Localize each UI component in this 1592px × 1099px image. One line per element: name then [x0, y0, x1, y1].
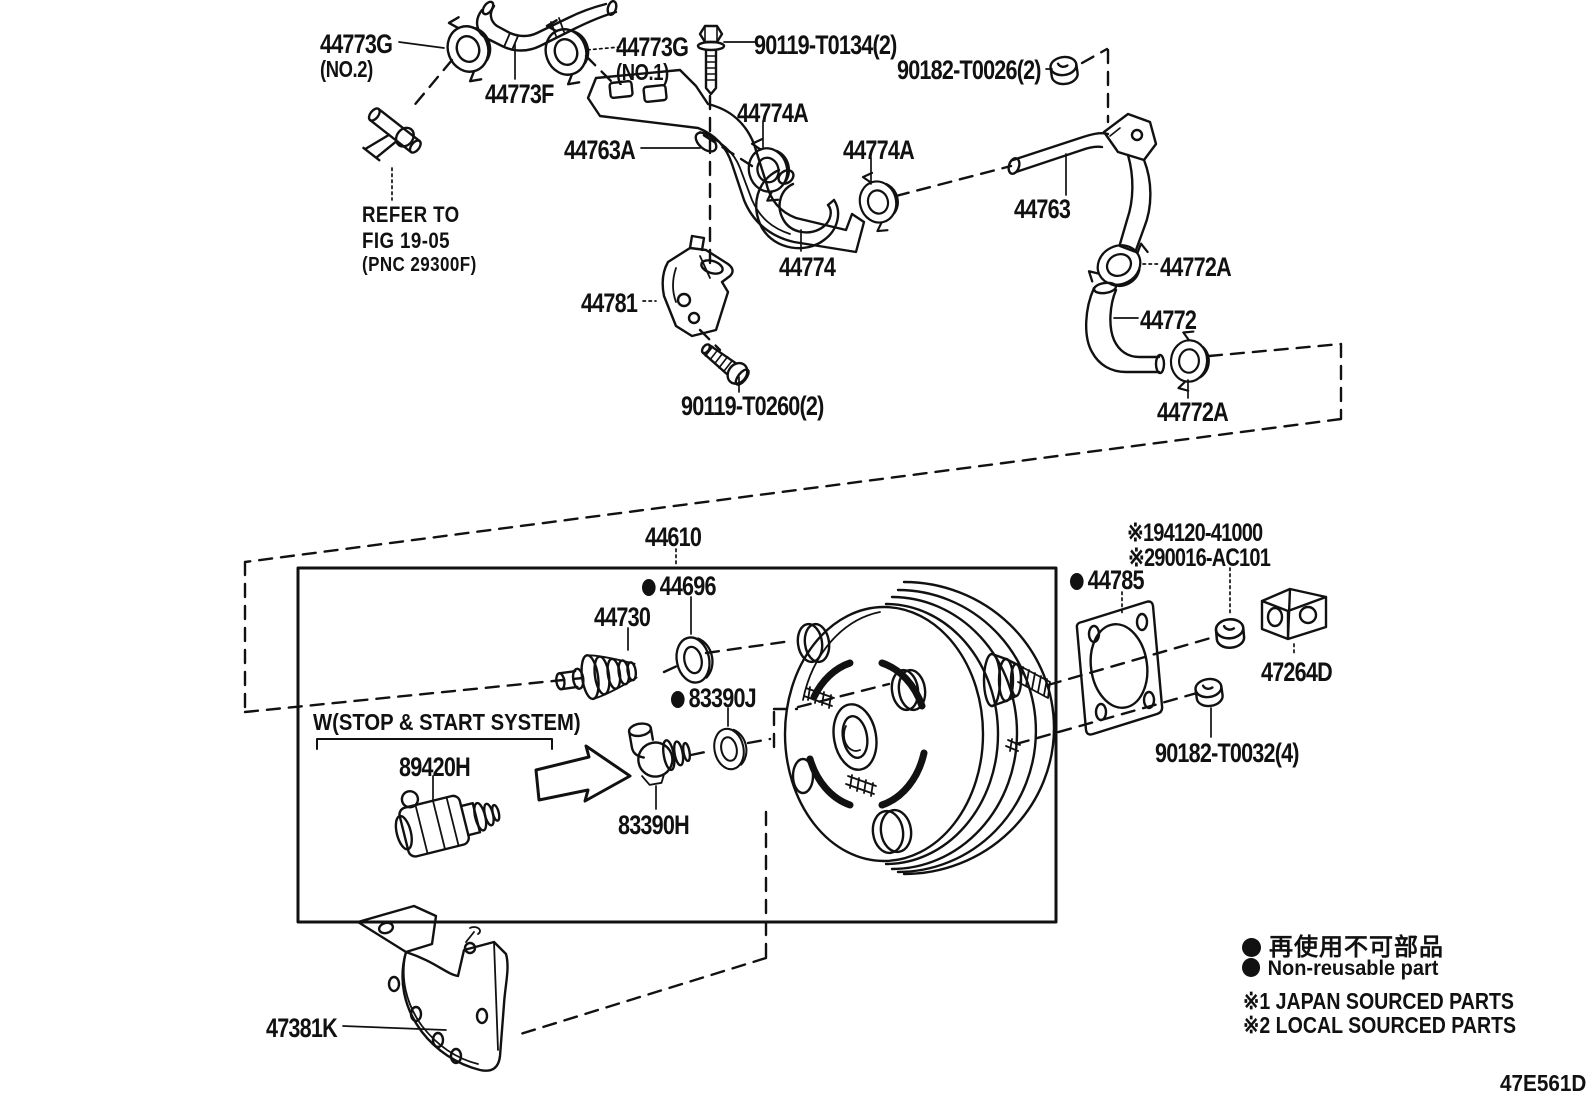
part-label-44774a-2: 44774A: [843, 135, 915, 165]
part-label-83390j: 83390J: [671, 684, 757, 712]
stop-start-system-note: W(STOP & START SYSTEM): [313, 709, 581, 735]
non-reusable-dot-icon: [1242, 958, 1261, 977]
part-label-44763: 44763: [1014, 194, 1071, 224]
part-label-44772: 44772: [1140, 305, 1197, 335]
part-label-44774a-1: 44774A: [737, 98, 809, 128]
nut-94120-drawing: [1213, 616, 1247, 651]
part-label-44696: 44696: [642, 572, 716, 600]
bracket-47381k-drawing: [356, 904, 509, 1072]
part-label-90119-t0260: 90119-T0260(2): [681, 391, 824, 421]
non-reusable-dot-icon: [1070, 573, 1084, 590]
legend-non-reusable-jp: 再使用不可部品: [1242, 927, 1444, 962]
gasket-44785-drawing: [1075, 600, 1164, 736]
legend-local-sourced: ※2 LOCAL SOURCED PARTS: [1243, 1012, 1517, 1038]
part-label-44772a-upper: 44772A: [1160, 252, 1232, 282]
pipe-assembly-refer-drawing: [362, 107, 422, 162]
grommet-83390j-drawing: [709, 724, 752, 773]
part-label-90182-t0026: 90182-T0026(2): [897, 55, 1042, 85]
part-label-47264d: 47264D: [1261, 657, 1333, 687]
hose-44763-drawing: [1007, 112, 1158, 254]
part-label-44730: 44730: [594, 602, 651, 632]
part-label-44610: 44610: [645, 522, 702, 552]
part-label-44785: 44785: [1070, 566, 1144, 594]
figure-code: 47E561D: [1500, 1070, 1587, 1096]
bracket-44781-drawing: [661, 234, 734, 338]
detail-box: [296, 566, 1058, 924]
clamp-44773g-no2-drawing: [436, 9, 502, 89]
part-label-44781: 44781: [581, 288, 638, 318]
part-label-83390h: 83390H: [618, 810, 690, 840]
non-reusable-dot-icon: [1242, 938, 1261, 957]
vsv-89420h-drawing: [394, 790, 501, 858]
bolt-90119-t0134-drawing: [696, 24, 726, 96]
part-label-90182-t0032: 90182-T0032(4): [1155, 738, 1300, 768]
legend-non-reusable-en: Non-reusable part: [1242, 957, 1438, 981]
clamp-44774a-2-drawing: [851, 167, 906, 237]
part-label-90119-t0134: 90119-T0134(2): [754, 30, 897, 60]
check-valve-44730-drawing: [555, 654, 638, 701]
part-label-44773g-no2: 44773G (NO.2): [320, 29, 393, 83]
clamp-47264d-drawing: [1260, 587, 1328, 641]
bracket-44763a-drawing: [586, 68, 866, 254]
legend-japan-sourced: ※1 JAPAN SOURCED PARTS: [1243, 988, 1514, 1014]
elbow-83390h-drawing: [627, 722, 692, 786]
part-label-44773g-no1: 44773G (NO.1): [616, 32, 689, 86]
hose-44773f-drawing: [475, 0, 618, 52]
part-label-47381k: 47381K: [266, 1013, 338, 1043]
clamp-44772a-lower-drawing: [1167, 328, 1213, 394]
brake-booster-drawing: [783, 580, 1056, 876]
refer-note: REFER TO FIG 19-05 (PNC 29300F): [362, 202, 477, 276]
grommet-44696-drawing: [671, 632, 718, 687]
nut-90182-t0032-drawing: [1193, 676, 1226, 709]
hose-44774-drawing: [754, 168, 840, 250]
part-label-94120-41000: ※194120-41000: [1127, 519, 1263, 547]
part-label-89420h: 89420H: [399, 752, 471, 782]
part-label-90016-ac101: ※290016-AC101: [1128, 544, 1271, 572]
nut-90182-t0026-drawing: [1048, 54, 1081, 87]
leader-lines: [342, 41, 1212, 1031]
part-label-44774: 44774: [779, 252, 836, 282]
screw-90119-t0260-drawing: [700, 343, 750, 386]
part-label-44772a-lower: 44772A: [1157, 397, 1229, 427]
hose-44772-drawing: [1084, 281, 1166, 375]
non-reusable-dot-icon: [671, 691, 685, 708]
stop-start-bracket: [316, 738, 553, 750]
part-label-44773f: 44773F: [485, 79, 554, 109]
non-reusable-dot-icon: [642, 579, 656, 596]
part-label-44763a: 44763A: [564, 135, 636, 165]
direction-arrow-icon: [534, 744, 632, 803]
